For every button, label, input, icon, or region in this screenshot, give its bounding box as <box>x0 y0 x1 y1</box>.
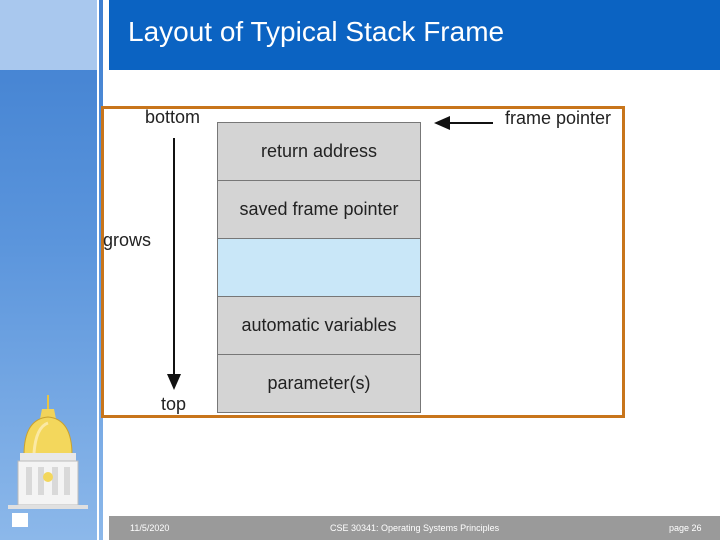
diagram-frame <box>101 106 625 418</box>
stack-cell-return-address: return address <box>217 122 421 181</box>
page-title: Layout of Typical Stack Frame <box>128 16 505 47</box>
stack-frame: return address saved frame pointer autom… <box>217 122 421 413</box>
bottom-label: bottom <box>145 107 201 127</box>
frame-pointer-label: frame pointer <box>505 108 612 128</box>
footer-course: CSE 30341: Operating Systems Principles <box>330 523 500 533</box>
top-label: top <box>161 394 187 414</box>
sidebar-stripe <box>97 0 99 540</box>
footer-page-number: page 26 <box>669 523 702 533</box>
stack-cell-highlighted <box>217 239 421 297</box>
footer-date: 11/5/2020 <box>130 523 170 533</box>
arrow-left-icon <box>434 116 493 130</box>
sidebar-top-block <box>0 0 97 70</box>
header-divider <box>103 70 720 72</box>
stack-cell-saved-frame-pointer: saved frame pointer <box>217 181 421 239</box>
stack-cell-automatic-variables: automatic variables <box>217 297 421 355</box>
header-bar <box>109 0 720 70</box>
footer-bar <box>109 516 720 540</box>
stack-cell-parameters: parameter(s) <box>217 355 421 413</box>
grows-label: grows <box>103 230 152 250</box>
sidebar-stripe <box>103 0 105 540</box>
arrow-down-icon <box>167 138 181 390</box>
golden-dome-logo <box>8 395 88 527</box>
